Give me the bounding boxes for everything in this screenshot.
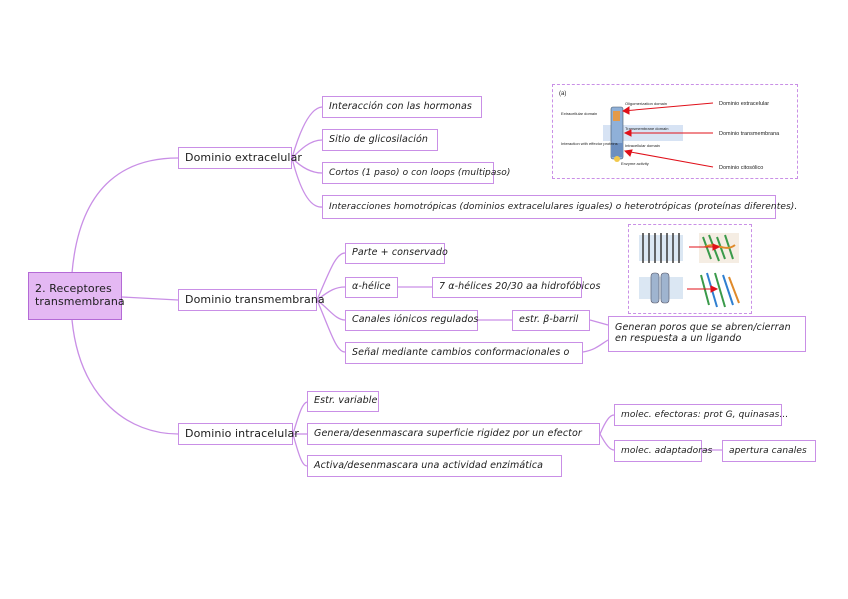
node-generan-poros: Generan poros que se abren/cierran en re… xyxy=(608,316,806,352)
fig-label-enzyme: Enzyme activity xyxy=(621,161,649,166)
node-senal-cambios-conformacionales: Señal mediante cambios conformacionales … xyxy=(345,342,583,364)
node-dominio-extracelular: Dominio extracelular xyxy=(178,147,302,169)
fig-label-transmembrane: Transmembrane domain xyxy=(625,126,668,131)
callout-dominio-extracelular: Dominio extracelular xyxy=(719,101,769,107)
node-apertura-canales: apertura canales xyxy=(722,440,816,462)
fig-label-intracellular: Intracellular domain xyxy=(625,143,660,148)
node-7-alfa-helices: 7 α-hélices 20/30 aa hidrofóbicos xyxy=(432,277,600,298)
node-activa-enzimatica: Activa/desenmascara una actividad enzimá… xyxy=(307,455,562,477)
node-dominio-intracelular: Dominio intracelular xyxy=(178,423,299,445)
node-parte-conservado: Parte + conservado xyxy=(345,243,448,264)
callout-dominio-transmembrana: Dominio transmembrana xyxy=(719,131,780,137)
connector-root-extracelular xyxy=(71,157,179,274)
node-molec-adaptadoras: molec. adaptadoras xyxy=(614,440,712,462)
fig-label-oligomerization: Oligomerization domain xyxy=(625,101,667,106)
node-beta-barril: estr. β-barril xyxy=(512,310,590,331)
node-alfa-helice: α-hélice xyxy=(345,277,398,298)
node-interaccion-hormonas: Interacción con las hormonas xyxy=(322,96,482,118)
connector-root-intracelular xyxy=(71,319,179,435)
node-interacciones-homotropicas: Interacciones homotrópicas (dominios ext… xyxy=(322,195,797,219)
receptor-domains-figure: (a) Oligomerization domain Extracellular… xyxy=(552,84,798,179)
receptor-domains-diagram: (a) Oligomerization domain Extracellular… xyxy=(559,91,780,171)
fig-label-extracellular: Extracellular domain xyxy=(561,111,597,116)
transmembrane-structures-diagram xyxy=(639,233,740,308)
root-node: 2. Receptores transmembrana xyxy=(28,272,125,320)
transmembrane-structures-figure xyxy=(628,224,752,314)
node-genera-superficie: Genera/desenmascara superficie rigidez p… xyxy=(307,423,600,445)
node-cortos-loops: Cortos (1 paso) o con loops (multipaso) xyxy=(322,162,510,184)
node-molec-efectoras: molec. efectoras: prot G, quinasas... xyxy=(614,404,788,426)
callout-dominio-citosolico: Dominio citosólico xyxy=(719,165,763,171)
node-sitio-glicosilacion: Sitio de glicosilación xyxy=(322,129,438,151)
node-canales-ionicos: Canales iónicos regulados xyxy=(345,310,478,331)
node-dominio-transmembrana: Dominio transmembrana xyxy=(178,289,325,311)
figure-panel-label: (a) xyxy=(559,91,566,97)
fig-label-interaction: Interaction with effector proteins xyxy=(561,141,618,146)
connector-root-transmembrana xyxy=(121,296,179,301)
node-estr-variable: Estr. variable xyxy=(307,391,379,412)
root-label: 2. Receptores transmembrana xyxy=(35,282,125,308)
